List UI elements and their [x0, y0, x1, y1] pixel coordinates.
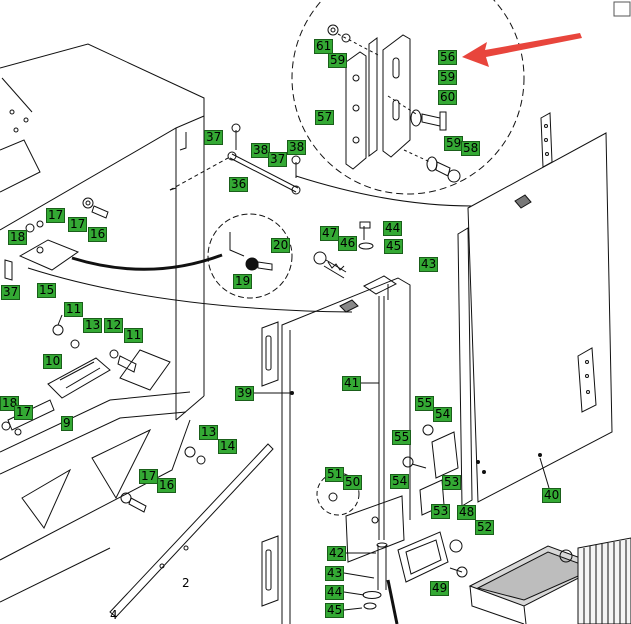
part-callout-20: 20: [271, 238, 291, 253]
part-callout-55: 55: [415, 396, 435, 411]
side-panel: [253, 221, 411, 624]
bottom-unit: [468, 537, 631, 624]
bracket-hardware-left: [4, 197, 109, 281]
part-callout-13: 13: [83, 318, 103, 333]
leader-curve: [27, 267, 353, 313]
part-callout-15: 15: [37, 283, 57, 298]
part-callout-45: 45: [325, 603, 345, 618]
part-callout-55: 55: [392, 430, 412, 445]
part-callout-38: 38: [251, 143, 271, 158]
part-callout-58: 58: [461, 141, 481, 156]
part-callout-51: 51: [325, 467, 345, 482]
part-callout-19: 19: [233, 274, 253, 289]
part-callout-41: 41: [342, 376, 362, 391]
base-frame: [0, 391, 191, 603]
part-callout-42: 42: [327, 546, 347, 561]
part-callout-11: 11: [64, 302, 84, 317]
part-callout-60: 60: [438, 90, 458, 105]
hinge-detail-circle: [291, 0, 525, 195]
part-callout-43: 43: [325, 566, 345, 581]
part-callout-37: 37: [268, 152, 288, 167]
cabinet-frame: [0, 43, 205, 421]
part-callout-53: 53: [442, 475, 462, 490]
clip-detail-circle: [207, 213, 293, 299]
part-callout-45: 45: [384, 239, 404, 254]
pointer-arrow: [462, 33, 582, 67]
hinge-leader-curve: [295, 175, 473, 207]
part-callout-47: 47: [320, 226, 340, 241]
part-callout-59: 59: [438, 70, 458, 85]
part-callout-17: 17: [68, 217, 88, 232]
part-callout-56: 56: [438, 50, 458, 65]
part-callout-17: 17: [14, 405, 34, 420]
part-callout-49: 49: [430, 581, 450, 596]
part-callout-9: 9: [61, 416, 73, 431]
part-callout-53: 53: [431, 504, 451, 519]
part-callout-37: 37: [1, 285, 21, 300]
part-callout-48: 48: [457, 505, 477, 520]
hinge-bracket-left: [47, 314, 171, 399]
part-callout-36: 36: [229, 177, 249, 192]
door-panel: [457, 112, 613, 507]
part-callout-50: 50: [343, 475, 363, 490]
part-callout-61: 61: [314, 39, 334, 54]
part-callout-54: 54: [433, 407, 453, 422]
part-callout-57: 57: [315, 110, 335, 125]
part-callout-16: 16: [157, 478, 177, 493]
part-callout-38: 38: [287, 140, 307, 155]
cable: [71, 253, 223, 271]
part-callout-40: 40: [542, 488, 562, 503]
part-callout-44: 44: [383, 221, 403, 236]
part-callout-17: 17: [139, 469, 159, 484]
part-callout-18: 18: [8, 230, 28, 245]
part-callout-11: 11: [124, 328, 144, 343]
part-callout-46: 46: [338, 236, 358, 251]
part-callout-16: 16: [88, 227, 108, 242]
part-callout-54: 54: [390, 474, 410, 489]
rod-assembly: [169, 123, 301, 195]
part-callout-13: 13: [199, 425, 219, 440]
part-callout-52: 52: [475, 520, 495, 535]
part-callout-12: 12: [104, 318, 124, 333]
long-bar: [109, 443, 274, 618]
part-number-2: 2: [182, 576, 190, 590]
part-callout-17: 17: [46, 208, 66, 223]
part-callout-59: 59: [328, 53, 348, 68]
part-callout-43: 43: [419, 257, 439, 272]
part-number-4: 4: [110, 608, 118, 622]
part-callout-39: 39: [235, 386, 255, 401]
part-callout-44: 44: [325, 585, 345, 600]
part-callout-37: 37: [204, 130, 224, 145]
part-callout-14: 14: [218, 439, 238, 454]
part-callout-10: 10: [43, 354, 63, 369]
corner-box: [613, 1, 631, 17]
